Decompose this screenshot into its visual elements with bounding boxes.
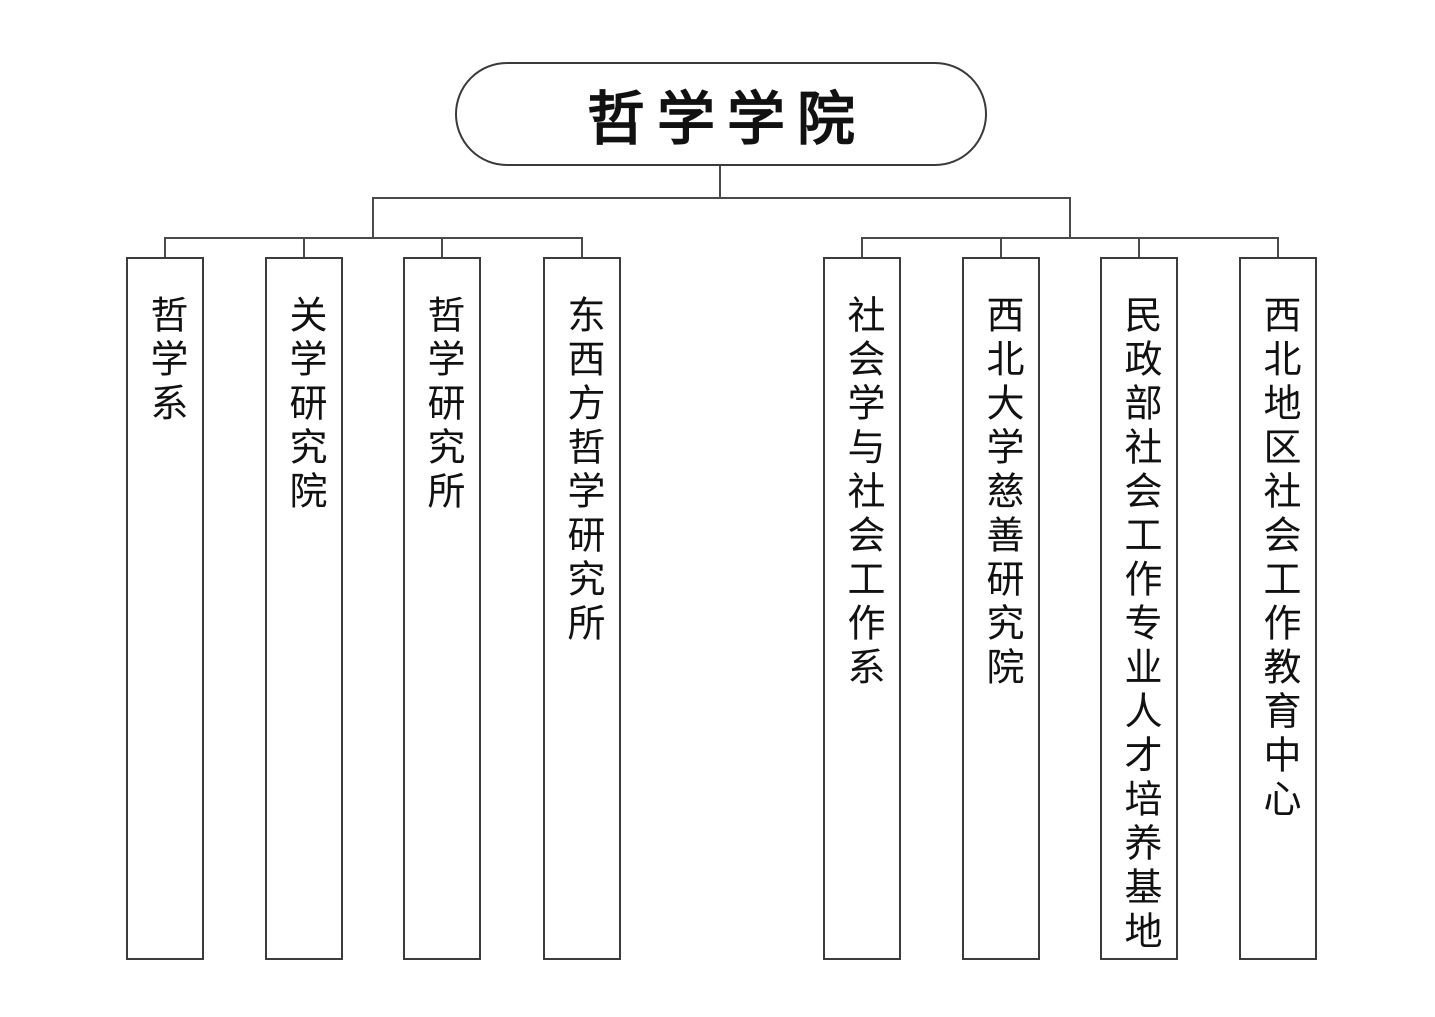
root-node: 哲学学院 xyxy=(455,62,987,166)
connector-main-horizontal xyxy=(372,197,1070,199)
connector-box-drop xyxy=(861,237,863,258)
connector-box-drop xyxy=(164,237,166,258)
connector-box-drop xyxy=(1138,237,1140,258)
org-box-label: 关学研究院 xyxy=(283,295,325,515)
org-box-label: 西北地区社会工作教育中心 xyxy=(1257,295,1299,823)
org-box-label: 社会学与社会工作系 xyxy=(841,295,883,691)
org-box-label: 西北大学慈善研究院 xyxy=(980,295,1022,691)
connector-box-drop xyxy=(581,237,583,258)
org-box-label: 哲学研究所 xyxy=(421,295,463,515)
connector-right-group-horizontal xyxy=(861,237,1279,239)
connector-box-drop xyxy=(1000,237,1002,258)
org-box-charity-research-institute: 西北大学慈善研究院 xyxy=(962,257,1040,960)
org-box-social-work-education-center: 西北地区社会工作教育中心 xyxy=(1239,257,1317,960)
connector-right-branch-drop xyxy=(1069,197,1071,239)
connector-box-drop xyxy=(1277,237,1279,258)
connector-box-drop xyxy=(303,237,305,258)
org-box-sociology-social-work-dept: 社会学与社会工作系 xyxy=(823,257,901,960)
org-box-social-work-talent-training-base: 民政部社会工作专业人才培养基地 xyxy=(1100,257,1178,960)
root-node-label: 哲学学院 xyxy=(586,87,867,152)
org-box-east-west-philosophy-institute: 东西方哲学研究所 xyxy=(543,257,621,960)
org-box-label: 哲学系 xyxy=(144,295,186,427)
connector-left-group-horizontal xyxy=(164,237,582,239)
org-box-label: 民政部社会工作专业人才培养基地 xyxy=(1118,295,1160,955)
org-box-guanxue-institute: 关学研究院 xyxy=(265,257,343,960)
connector-box-drop xyxy=(441,237,443,258)
org-box-label: 东西方哲学研究所 xyxy=(561,295,603,647)
org-box-philosophy-dept: 哲学系 xyxy=(126,257,204,960)
connector-left-branch-drop xyxy=(372,197,374,239)
connector-root-drop xyxy=(719,166,721,198)
org-box-philosophy-research-institute: 哲学研究所 xyxy=(403,257,481,960)
